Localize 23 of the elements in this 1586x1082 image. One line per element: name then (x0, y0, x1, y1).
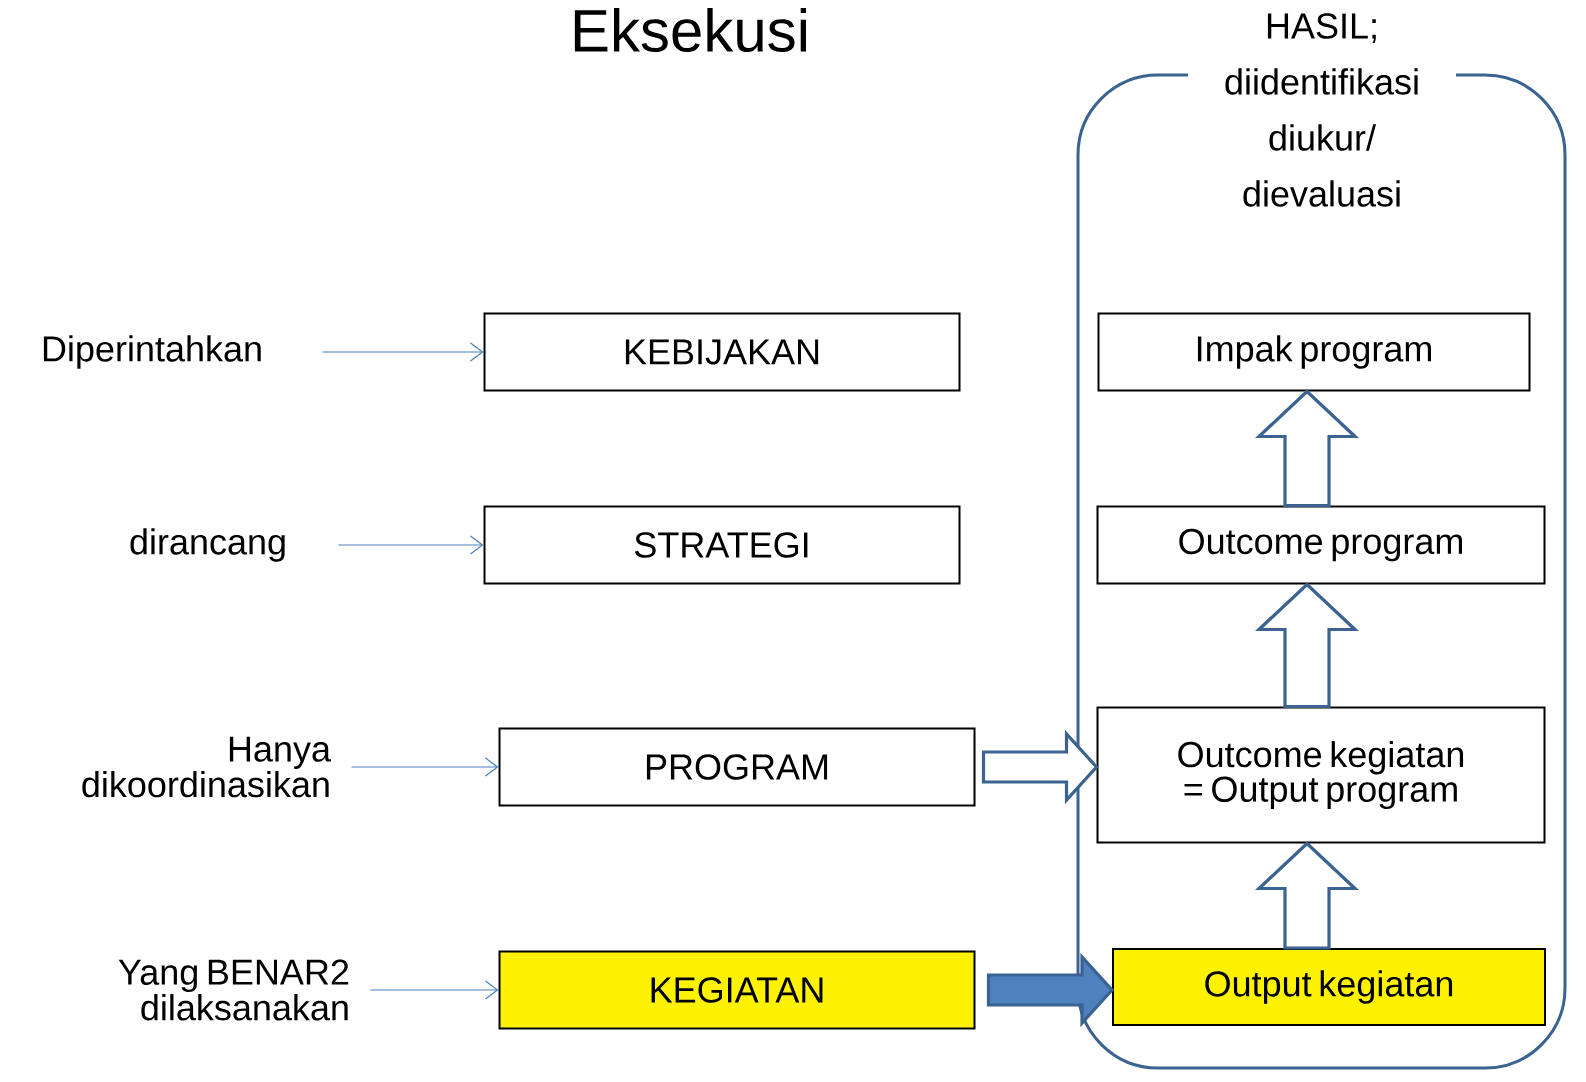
text-label: Hanya dikoordinasikan (82, 736, 331, 798)
arrow (337, 535, 484, 555)
arrow (350, 757, 499, 777)
process-box: Output kegiatan (1112, 948, 1546, 1026)
process-box: KEGIATAN (498, 950, 976, 1030)
block-arrow (986, 952, 1115, 1028)
block-arrow (1254, 841, 1360, 950)
process-box: Outcome program (1096, 505, 1546, 585)
arrow (369, 980, 499, 1000)
block-arrow (981, 729, 1099, 805)
process-box: STRATEGI (483, 505, 961, 585)
process-box: Outcome kegiatan = Output program (1096, 706, 1546, 844)
block-arrow (1254, 389, 1360, 508)
node-label: HASIL; (1267, 13, 1376, 44)
text-label: Yang BENAR2 dilaksanakan (118, 959, 349, 1021)
arrow (321, 342, 484, 362)
process-box: KEBIJAKAN (483, 312, 961, 392)
block-arrow (1254, 582, 1360, 709)
text-label: Diperintahkan (43, 335, 261, 369)
process-box: Impak program (1097, 312, 1531, 392)
process-box: PROGRAM (498, 727, 976, 807)
title: Eksekusi (574, 7, 806, 53)
text-label: dirancang (130, 528, 285, 562)
